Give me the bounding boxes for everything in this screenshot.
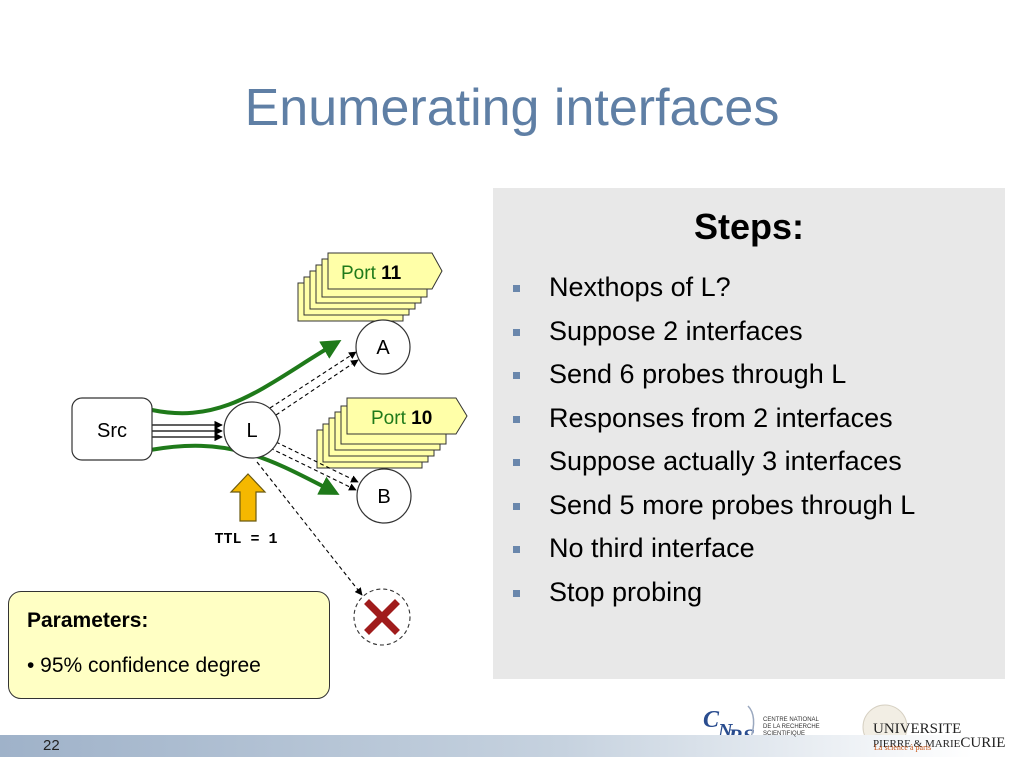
square-bullet-icon [513, 372, 520, 379]
b-node-label: B [377, 486, 390, 508]
square-bullet-icon [513, 328, 520, 336]
a-node [355, 319, 411, 375]
parameters-title: Parameters: [27, 609, 149, 632]
footer-bar [0, 735, 1024, 757]
upmc-tagline: La science à paris [874, 743, 932, 752]
list-item: Send 6 probes through L [509, 353, 915, 397]
list-item: Nexthops of L? [509, 266, 915, 310]
square-bullet-icon [513, 589, 520, 597]
steps-title: Steps: [693, 206, 805, 247]
square-bullet-icon [513, 285, 520, 292]
slide-title: Enumerating interfaces [244, 79, 780, 137]
l-dashed-probes [256, 351, 363, 596]
square-bullet-icon [513, 459, 520, 466]
src-node [71, 397, 153, 461]
list-item: No third interface [509, 527, 915, 571]
cross-icon [364, 599, 400, 635]
square-bullet-icon [513, 415, 520, 423]
port-11-label: Port 11 [341, 263, 402, 284]
probe-stack-port-10 [316, 397, 468, 469]
src-node-label: Src [97, 420, 127, 442]
ttl-up-arrow-icon [229, 473, 267, 522]
l-node-label: L [246, 420, 257, 442]
steps-panel: Steps: Nexthops of L? Suppose 2 interfac… [493, 188, 1005, 679]
list-item: Send 5 more probes through L [509, 484, 915, 528]
probe-stack-port-11 [297, 252, 443, 322]
parameters-item: • 95% confidence degree [27, 654, 261, 677]
square-bullet-icon [513, 502, 520, 510]
l-node [223, 401, 281, 459]
square-bullet-icon [513, 546, 520, 553]
port-10-label: Port 10 [371, 408, 432, 429]
list-item: Responses from 2 interfaces [509, 397, 915, 441]
a-node-label: A [376, 337, 390, 359]
b-node [356, 468, 412, 524]
src-to-l-probes [152, 420, 223, 442]
list-item: Stop probing [509, 571, 915, 615]
upmc-logo-text: UNIVERSITE PIERRE & MARIECURIE [873, 721, 1006, 751]
list-item: Suppose 2 interfaces [509, 310, 915, 354]
page-number: 22 [43, 737, 60, 754]
ttl-label: TTL = 1 [214, 531, 277, 548]
path-to-a [151, 339, 342, 416]
svg-text:C: C [703, 707, 720, 733]
steps-list: Nexthops of L? Suppose 2 interfaces Send… [509, 266, 915, 614]
parameters-box: Parameters: • 95% confidence degree [8, 591, 330, 699]
cnrs-logo-text: CENTRE NATIONAL DE LA RECHERCHE SCIENTIF… [763, 717, 820, 737]
list-item: Suppose actually 3 interfaces [509, 440, 915, 484]
